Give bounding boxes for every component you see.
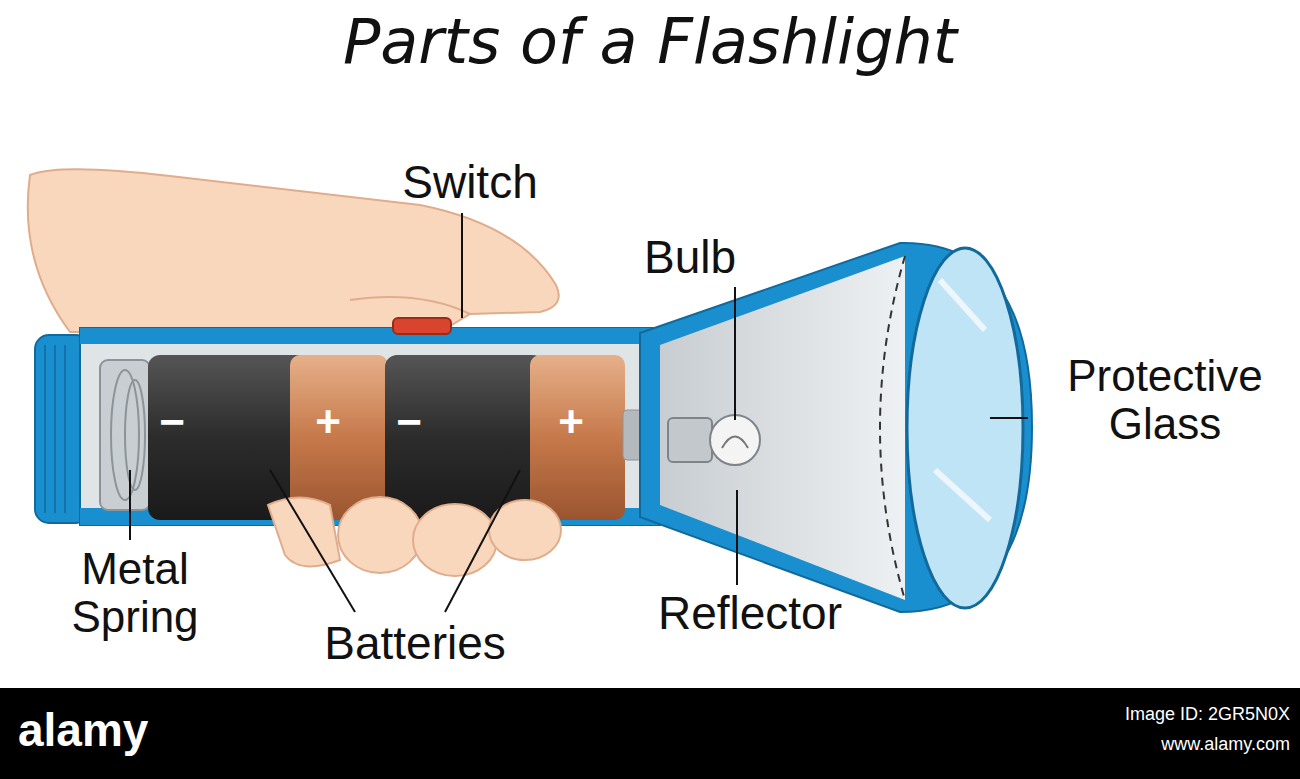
part-label: Batteries bbox=[290, 618, 540, 669]
polarity-sign: − bbox=[387, 398, 431, 446]
watermark: alamy bbox=[18, 705, 218, 756]
part-label: Metal Spring bbox=[40, 545, 230, 642]
part-label: Protective Glass bbox=[1035, 352, 1295, 449]
polarity-sign: + bbox=[549, 398, 593, 446]
polarity-sign: − bbox=[150, 398, 194, 446]
watermark: Image ID: 2GR5N0X bbox=[1010, 705, 1290, 725]
polarity-sign: + bbox=[306, 398, 350, 446]
diagram-title: Parts of a Flashlight bbox=[0, 8, 1300, 76]
part-label: Reflector bbox=[620, 588, 880, 639]
part-label: Bulb bbox=[620, 232, 760, 283]
part-label: Switch bbox=[380, 157, 560, 208]
watermark: www.alamy.com bbox=[1010, 735, 1290, 755]
